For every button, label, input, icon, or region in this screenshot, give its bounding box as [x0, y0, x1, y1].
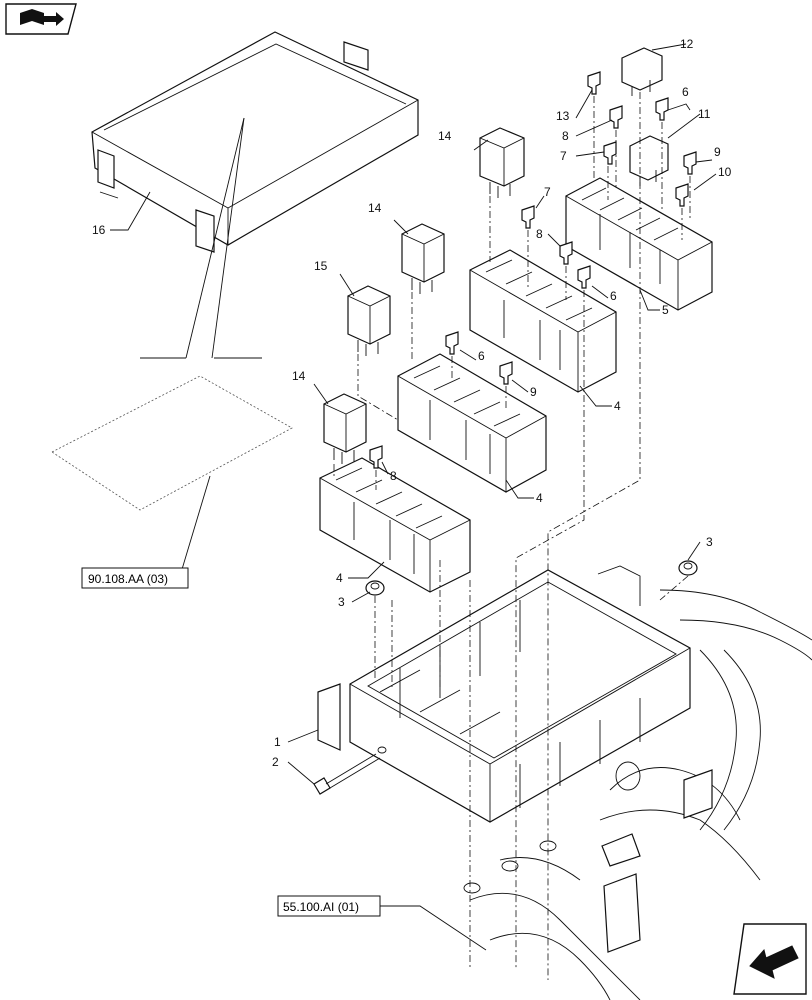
callout-2: 2: [272, 755, 279, 769]
relay-15: [347, 285, 391, 356]
callout-4: 4: [336, 571, 343, 585]
callout-3: 3: [706, 535, 713, 549]
callout-4: 4: [536, 491, 543, 505]
book-arrow-icon: [5, 3, 77, 35]
callout-5: 5: [662, 303, 669, 317]
reference-top[interactable]: 90.108.AA (03): [81, 567, 189, 589]
assembly-lines: [333, 92, 691, 980]
callout-12: 12: [680, 37, 694, 51]
bolt: [313, 753, 381, 795]
nuts: [365, 560, 698, 596]
callout-14: 14: [438, 129, 452, 143]
maxi-fuses: [621, 47, 669, 186]
arrow-down-left-icon: [733, 923, 807, 995]
callout-9: 9: [530, 385, 537, 399]
callout-10: 10: [718, 165, 732, 179]
callout-4: 4: [614, 399, 621, 413]
callout-16: 16: [92, 223, 106, 237]
callout-14: 14: [368, 201, 382, 215]
bottom-nav-button[interactable]: [734, 924, 806, 994]
fuse-holder-4-right: [469, 249, 617, 393]
callout-8: 8: [536, 227, 543, 241]
reference-bottom-label: 55.100.AI (01): [283, 900, 359, 914]
callout-9: 9: [714, 145, 721, 159]
relay-14-lower: [323, 393, 367, 464]
reference-top-label: 90.108.AA (03): [88, 572, 168, 586]
callout-6: 6: [610, 289, 617, 303]
fuse-box-cover: [91, 31, 419, 253]
callout-14: 14: [292, 369, 306, 383]
callout-8: 8: [562, 129, 569, 143]
callout-6: 6: [682, 85, 689, 99]
wiring-harness: [463, 589, 812, 1000]
fuse-box-base: [317, 565, 691, 823]
callout-3: 3: [338, 595, 345, 609]
relay-14-middle: [401, 223, 445, 294]
callout-8: 8: [390, 469, 397, 483]
fuse-holder-4-lower: [319, 457, 471, 593]
reference-bottom[interactable]: 55.100.AI (01): [277, 895, 381, 917]
callout-15: 15: [314, 259, 328, 273]
leader-lines: [110, 43, 717, 785]
label-sheet: [51, 375, 293, 511]
top-nav-button[interactable]: [6, 4, 76, 34]
callout-1: 1: [274, 735, 281, 749]
callout-7: 7: [544, 185, 551, 199]
callouts: 16 1 2 3 3 4 4 4 5 14 14 15 14 8 6 9 6 8…: [92, 37, 732, 769]
fuse-holder-4-middle: [397, 353, 547, 493]
callout-6: 6: [478, 349, 485, 363]
callout-13: 13: [556, 109, 570, 123]
callout-11: 11: [698, 107, 711, 121]
relay-14-top: [479, 127, 525, 198]
callout-7: 7: [560, 149, 567, 163]
